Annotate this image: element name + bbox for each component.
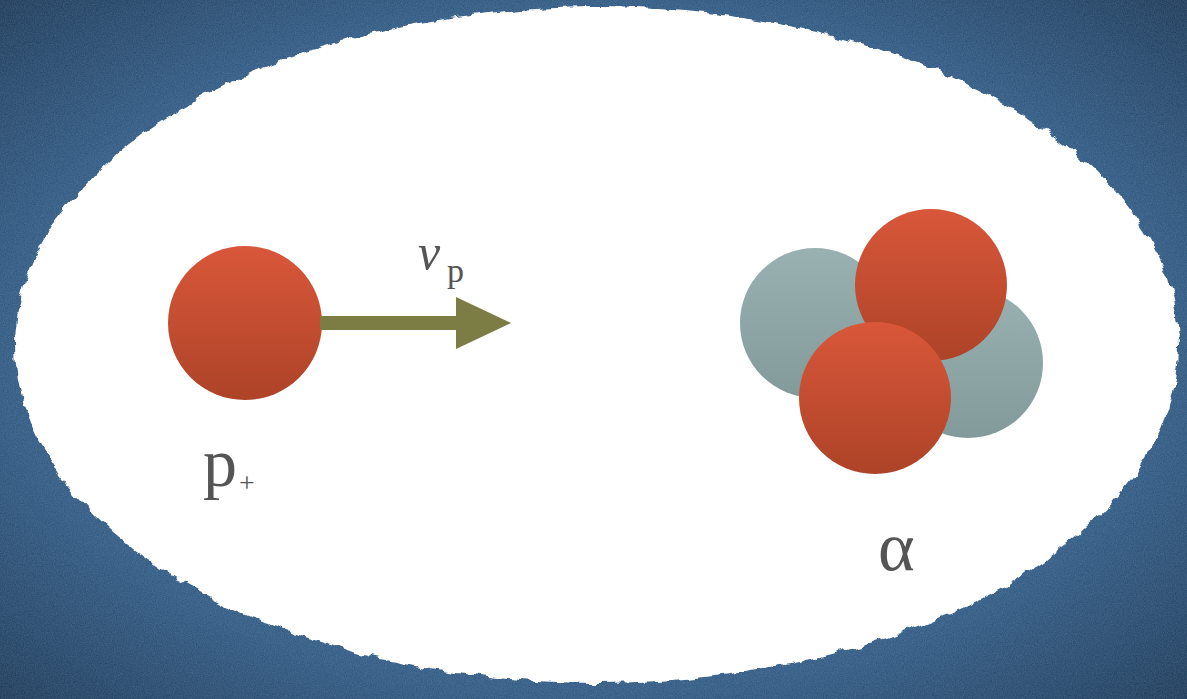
velocity-subscript: p	[447, 254, 464, 288]
velocity-arrow-head	[456, 297, 511, 349]
proton	[799, 322, 951, 474]
particle-label: α	[878, 512, 915, 582]
velocity-arrow-shaft	[320, 316, 460, 330]
proton	[168, 246, 322, 400]
white-ellipse	[15, 7, 1179, 683]
particle-label: p	[203, 429, 237, 497]
charge-subscript: +	[239, 469, 255, 497]
velocity-symbol: v	[418, 227, 440, 277]
